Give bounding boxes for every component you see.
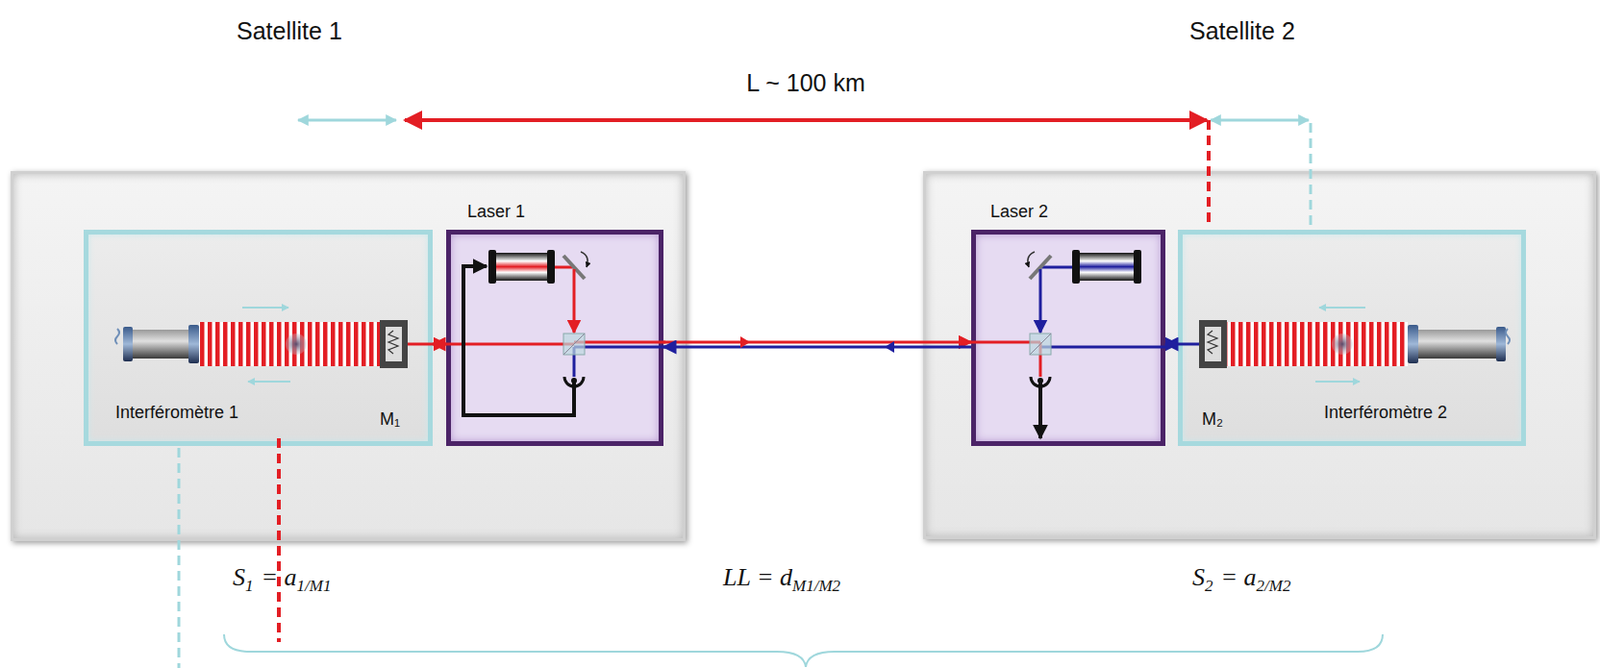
laser-title: Laser 2 [990,201,1049,222]
interferometer-title: Interféromètre 2 [1324,402,1448,423]
laser-beam [432,344,447,346]
laser-title: Laser 1 [467,201,525,222]
laser-box: Laser 2 [971,229,1166,447]
beam-line [432,343,447,347]
distance-label: L ~ 100 km [746,69,865,97]
label-holder: M₁ [379,409,400,430]
equation-label: 1/M1 [297,576,332,596]
equation-label: LL = d [723,563,793,592]
laser-beam [1165,344,1178,346]
laser-box: Laser 1 [446,229,664,447]
satellite-title: Satellite 2 [1189,17,1296,45]
interferometer-title: Interféromètre 1 [115,402,239,423]
text-holder: Satellite 1 [236,17,343,46]
text-holder: Interféromètre 2 [1324,402,1448,424]
beam-direction [740,336,750,349]
beam-line [663,341,972,345]
beam-line [1165,343,1178,347]
equation-label: S [1192,563,1205,592]
satellite-title: Satellite 1 [236,17,343,45]
text-holder: Satellite 2 [1189,17,1296,46]
label-holder: S2 = a2/M2 [1192,563,1291,597]
equation-label: 1 [245,576,254,596]
equation-label: = a [261,563,298,592]
beam-line [663,346,972,350]
equation-label: M1/M2 [792,576,841,596]
text-holder: Laser 2 [990,201,1049,223]
text-holder: Laser 1 [467,201,525,223]
mirror-label: M₂ [1201,409,1224,429]
satellite-box: Satellite 1Interféromètre 1Laser 1 [10,171,686,542]
label-holder: LL = dM1/M2 [723,563,841,597]
label-holder: L ~ 100 km [746,69,865,98]
laser-beam [663,336,972,353]
equation-label: S [232,563,246,592]
label-holder: S1 = a1/M1 [232,563,331,597]
beam-direction [884,341,895,353]
equation-label: 2 [1204,576,1214,596]
satellite-box: Satellite 2Laser 2Interféromètre 2 [923,171,1597,540]
interferometer-box: Interféromètre 2 [1177,229,1526,447]
equation-label: 2/M2 [1256,576,1292,596]
label-holder: M₂ [1201,409,1224,430]
text-holder: Interféromètre 1 [115,402,239,424]
equation-label: = a [1221,563,1257,592]
mirror-label: M₁ [379,409,400,429]
